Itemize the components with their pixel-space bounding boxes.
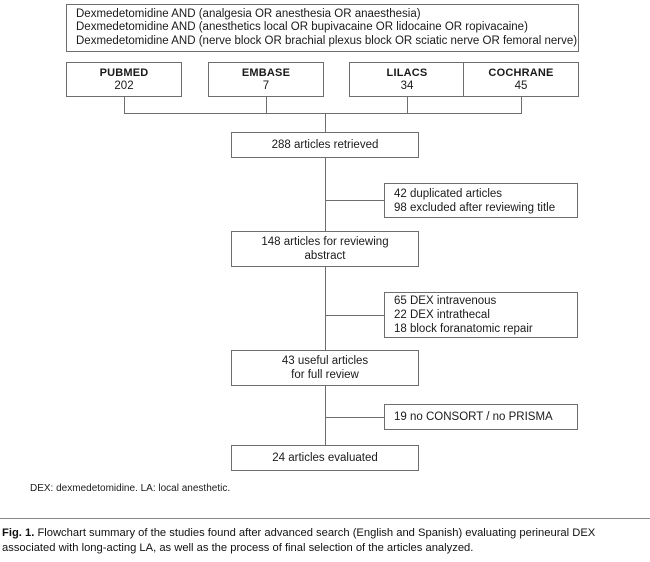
search-query-line-1: Dexmedetomidine AND (analgesia OR anesth… [76, 7, 421, 20]
exclusion-2-line-3: 18 block foranatomic repair [394, 323, 533, 335]
connector-embase-down [266, 97, 267, 114]
database-box-pubmed: PUBMED 202 [66, 62, 182, 97]
database-count-embase: 7 [262, 79, 270, 92]
connector-abstract-to-useful [325, 266, 326, 351]
connector-branch-exclusion-1 [325, 200, 385, 201]
database-name-embase: EMBASE [241, 66, 291, 79]
exclusion-3-line-1: 19 no CONSORT / no PRISMA [394, 411, 553, 423]
database-name-pubmed: PUBMED [99, 66, 149, 79]
stage-box-reviewing-abstract: 148 articles for reviewing abstract [231, 231, 419, 267]
database-count-lilacs: 34 [400, 79, 414, 92]
connector-lilacs-down [407, 97, 408, 114]
connector-retrieved-to-abstract [325, 157, 326, 232]
connector-branch-exclusion-2 [325, 315, 385, 316]
database-name-lilacs: LILACS [386, 66, 428, 79]
exclusion-box-no-consort-prisma: 19 no CONSORT / no PRISMA [384, 404, 578, 430]
figure-caption: Fig. 1. Flowchart summary of the studies… [2, 526, 650, 555]
exclusion-1-line-2: 98 excluded after reviewing title [394, 201, 556, 214]
connector-cochrane-down [521, 97, 522, 114]
exclusion-box-dex-route: 65 DEX intravenous 22 DEX intrathecal 18… [384, 292, 578, 338]
stage-evaluated-line-1: 24 articles evaluated [272, 452, 378, 464]
connector-manifold-to-retrieved [325, 113, 326, 133]
database-count-cochrane: 45 [514, 79, 528, 92]
stage-retrieved-line-1: 288 articles retrieved [271, 139, 379, 151]
connector-useful-to-evaluated [325, 385, 326, 446]
stage-useful-line-2: for full review [291, 369, 359, 381]
exclusion-2-line-2: 22 DEX intrathecal [394, 309, 490, 321]
connector-database-manifold [124, 113, 522, 114]
database-name-cochrane: COCHRANE [488, 66, 554, 79]
search-query-line-2: Dexmedetomidine AND (anesthetics local O… [76, 21, 528, 34]
stage-abstract-line-2: abstract [304, 250, 346, 262]
stage-abstract-line-1: 148 articles for reviewing [261, 236, 389, 248]
caption-divider-rule [0, 518, 650, 519]
exclusion-2-line-1: 65 DEX intravenous [394, 295, 497, 307]
stage-box-useful-articles: 43 useful articles for full review [231, 350, 419, 386]
figure-caption-text: Flowchart summary of the studies found a… [2, 527, 596, 554]
database-box-lilacs: LILACS 34 [349, 62, 465, 97]
connector-branch-exclusion-3 [325, 417, 385, 418]
figure-footnote-abbreviations: DEX: dexmedetomidine. LA: local anesthet… [30, 483, 231, 494]
stage-box-articles-retrieved: 288 articles retrieved [231, 132, 419, 158]
exclusion-1-line-1: 42 duplicated articles [394, 187, 503, 200]
search-query-line-3: Dexmedetomidine AND (nerve block OR brac… [76, 34, 578, 47]
database-box-embase: EMBASE 7 [208, 62, 324, 97]
connector-pubmed-down [124, 97, 125, 114]
exclusion-box-duplicates-and-title: 42 duplicated articles 98 excluded after… [384, 183, 578, 218]
database-count-pubmed: 202 [114, 79, 134, 92]
stage-useful-line-1: 43 useful articles [281, 355, 369, 367]
figure-caption-label: Fig. 1. [2, 527, 35, 539]
database-box-cochrane: COCHRANE 45 [463, 62, 579, 97]
stage-box-articles-evaluated: 24 articles evaluated [231, 445, 419, 471]
search-query-box: Dexmedetomidine AND (analgesia OR anesth… [66, 4, 579, 52]
